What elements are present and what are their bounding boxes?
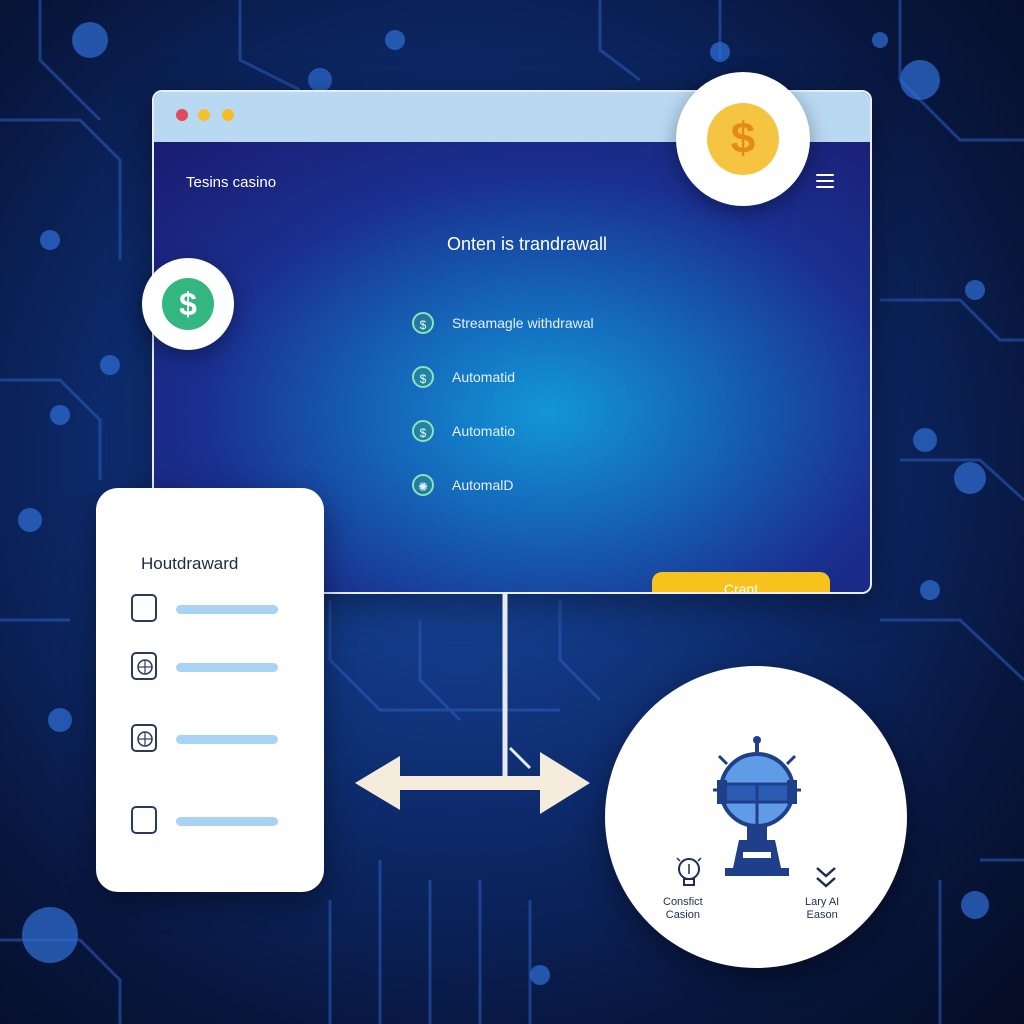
placeholder-bar (176, 605, 278, 614)
globe-checkbox[interactable] (131, 652, 157, 680)
card-title: Houtdraward (141, 554, 239, 573)
green-coin-badge: $ (142, 258, 234, 350)
ai-left-label-line1: Consfict (663, 896, 703, 908)
chevrons-down-icon (816, 867, 836, 888)
feature-label: Streamagle withdrawal (452, 315, 594, 331)
dollar-circle-icon: $ (412, 420, 434, 442)
close-dot-icon[interactable] (176, 109, 188, 121)
site-brand[interactable]: Tesins casino (186, 174, 277, 191)
dollar-circle-icon: $ (412, 312, 434, 334)
dollar-coin-icon: $ (162, 278, 214, 330)
page-heading: Onten is trandrawall (446, 234, 608, 254)
globe-icon (137, 659, 153, 675)
window-content: Tesins casino Onten is trandrawall $ Str… (154, 142, 870, 592)
maximize-dot-icon[interactable] (222, 109, 234, 121)
ai-right-label: Lary AI Eason (805, 896, 839, 922)
card-row (131, 652, 291, 682)
lightbulb-icon (676, 857, 702, 886)
ai-right-label-line2: Eason (806, 909, 838, 921)
gold-coin-badge: $ (676, 72, 810, 206)
card-row (131, 594, 291, 624)
placeholder-bar (176, 735, 278, 744)
dollar-coin-icon: $ (707, 103, 779, 175)
globe-icon (137, 731, 153, 747)
feature-label: Automatio (452, 423, 516, 439)
robot-icon (713, 736, 801, 876)
globe-circle-icon: ✺ (412, 474, 434, 496)
placeholder-bar (176, 663, 278, 672)
ai-panel: Consfict Casion Lary AI Eason (605, 666, 907, 968)
globe-checkbox[interactable] (131, 724, 157, 752)
ai-left-label-line2: Casion (665, 909, 700, 921)
ai-left-label: Consfict Casion (663, 896, 703, 922)
crant-button[interactable]: Crant (652, 572, 830, 592)
checkbox[interactable] (131, 806, 157, 834)
feature-label: Automatid (452, 369, 516, 385)
placeholder-bar (176, 817, 278, 826)
ai-right-label-line1: Lary AI (805, 896, 840, 908)
hamburger-menu-icon[interactable] (816, 174, 834, 188)
card-row (131, 724, 291, 754)
card-row (131, 806, 291, 836)
dollar-circle-icon: $ (412, 366, 434, 388)
minimize-dot-icon[interactable] (198, 109, 210, 121)
checkbox[interactable] (131, 594, 157, 622)
feature-label: AutomalD (452, 477, 514, 493)
withdrawal-card: Houtdraward (96, 488, 324, 892)
